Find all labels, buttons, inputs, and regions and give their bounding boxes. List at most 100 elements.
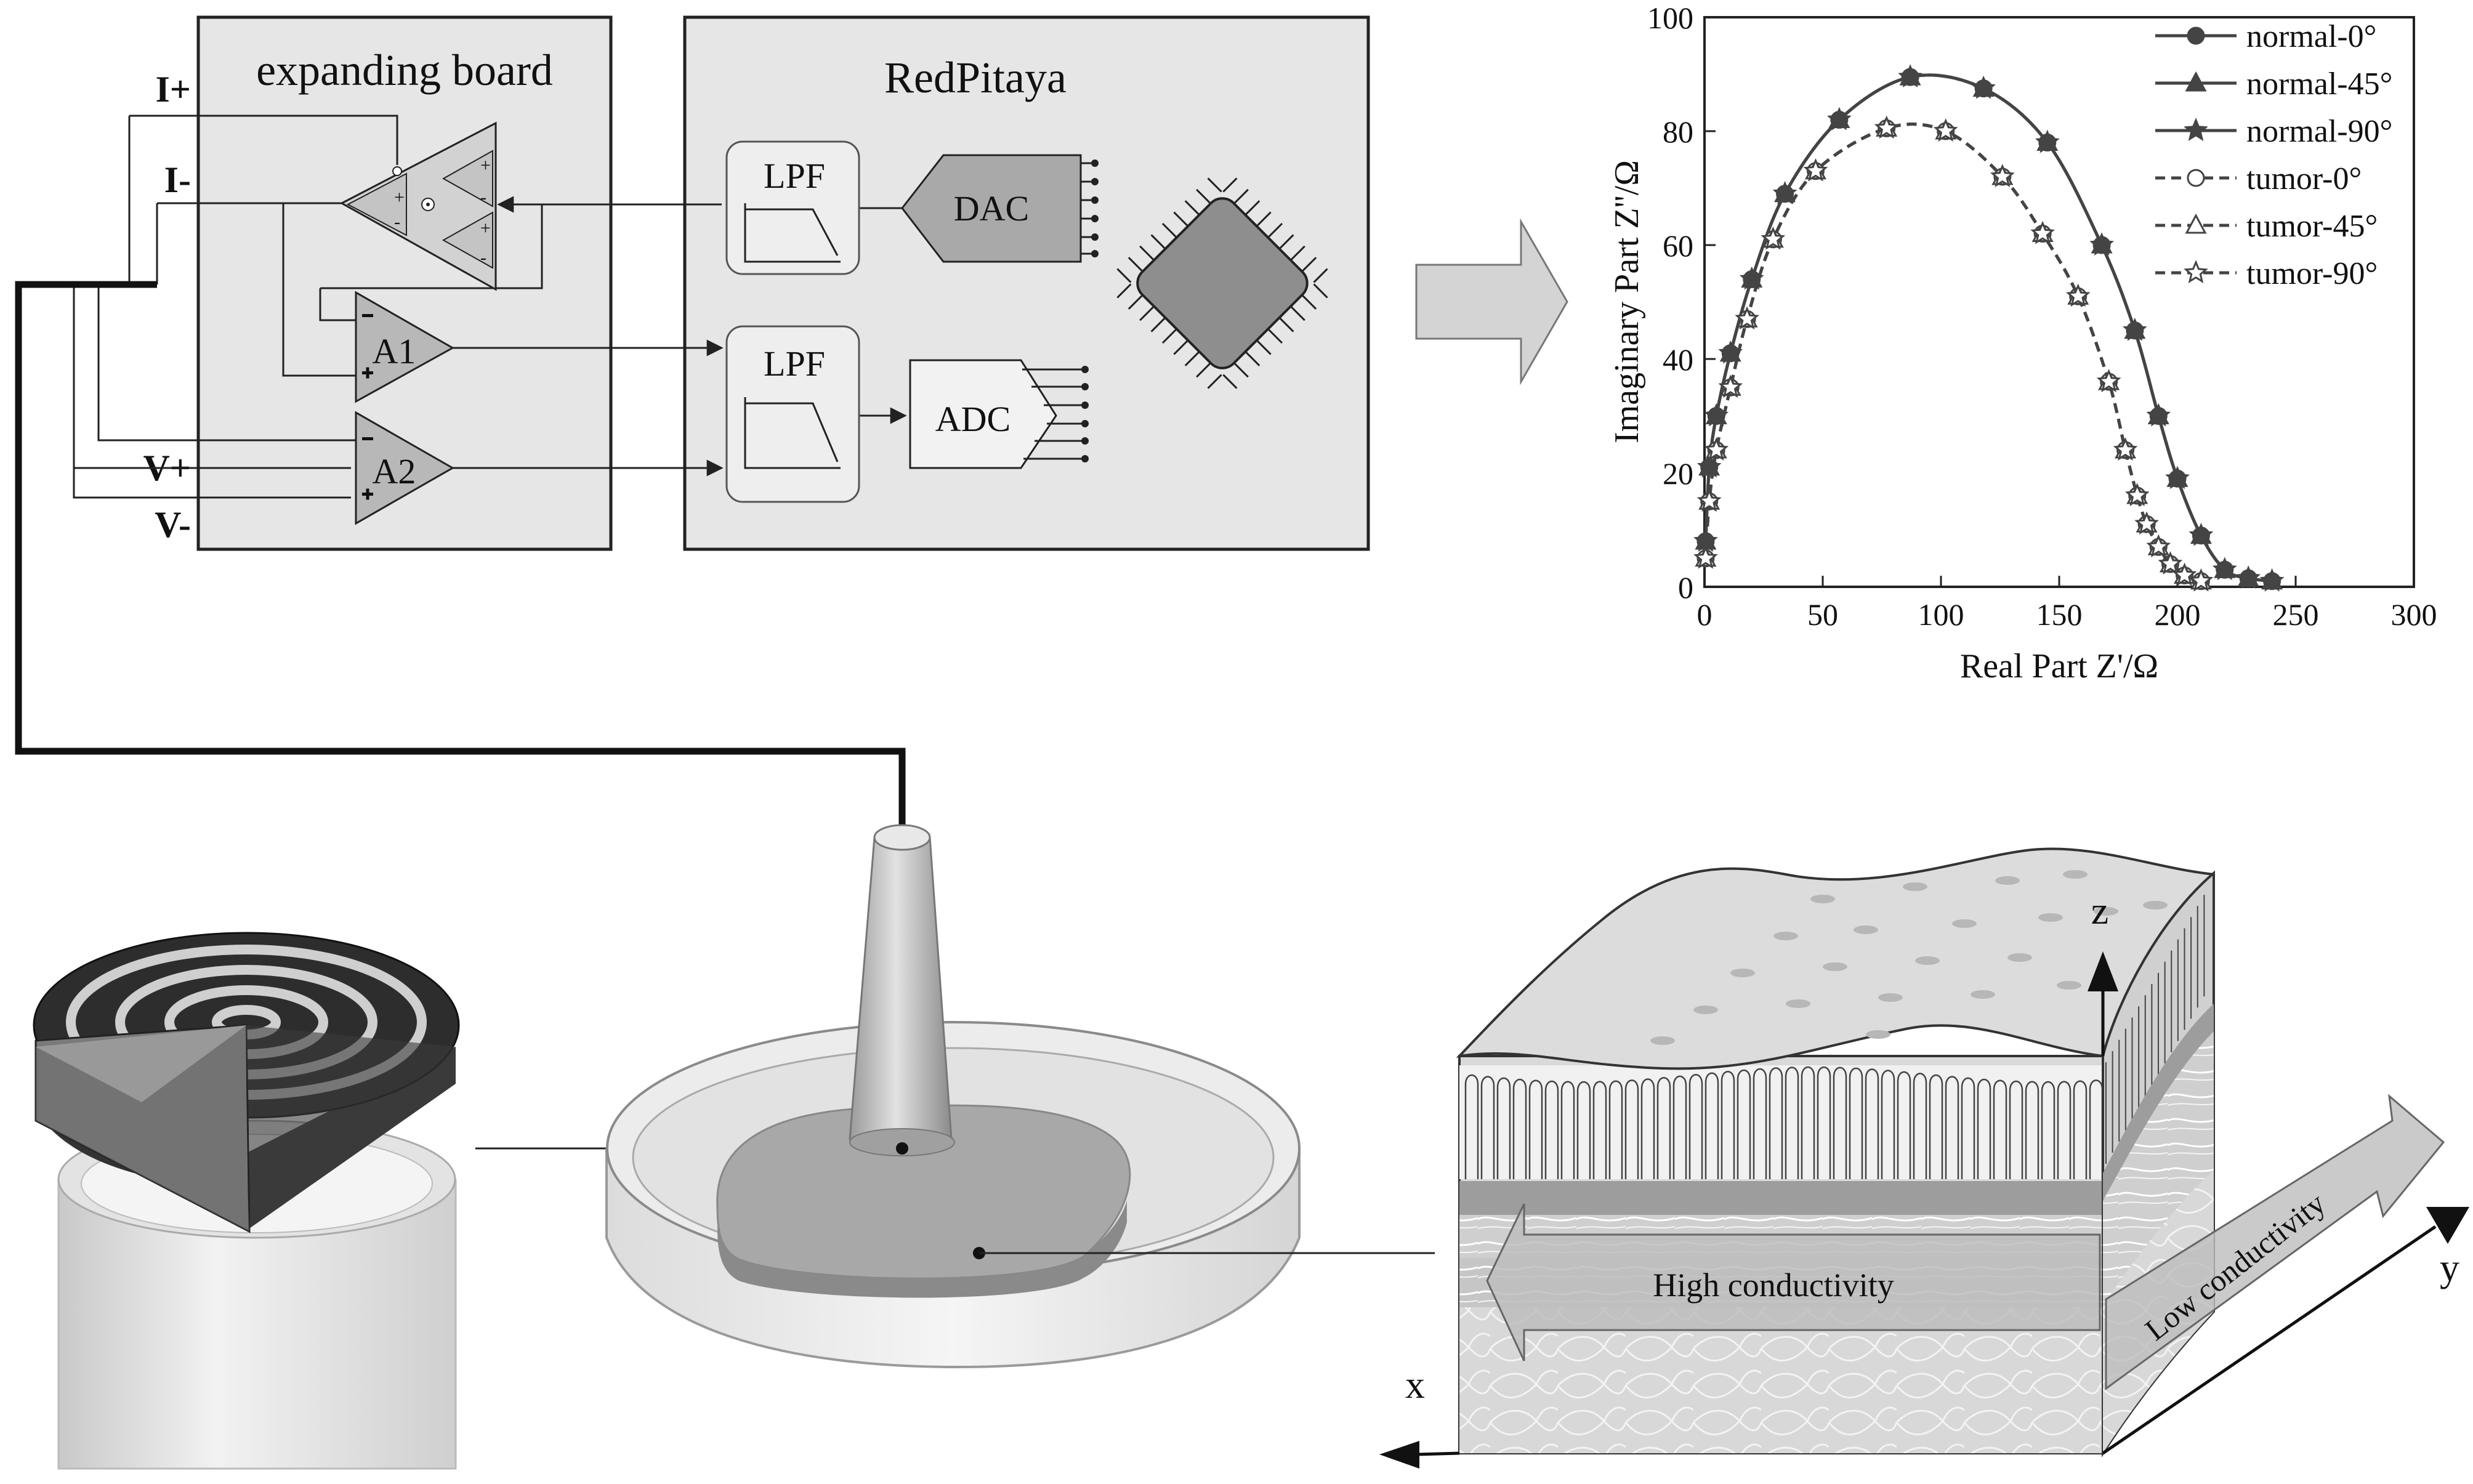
y-tick-label: 80 [1663, 115, 1693, 149]
lpf-bottom-label: LPF [764, 344, 825, 384]
data-point [1990, 164, 2015, 188]
tissue-block: High conductivity Low conductivity z x y [1379, 847, 2469, 1469]
data-point [1933, 118, 1958, 142]
data-point [2212, 557, 2237, 581]
y-axis [2102, 1225, 2437, 1455]
data-point [1693, 545, 1718, 569]
lpf-top-label: LPF [764, 156, 825, 196]
high-conductivity-label: High conductivity [1653, 1267, 1894, 1304]
data-point [2124, 483, 2150, 506]
data-point [2259, 568, 2285, 592]
processor-chip [1116, 177, 1328, 389]
dac-label: DAC [954, 188, 1029, 228]
svg-text:-: - [480, 187, 486, 208]
lpf-bottom-block: LPF [725, 325, 860, 503]
data-point [2165, 466, 2190, 490]
data-point [2113, 437, 2138, 461]
x-tick-label: 300 [2391, 597, 2437, 632]
chart-legend: normal-0°normal-45°normal-90°tumor-0°tum… [2155, 19, 2392, 291]
amplifier-a2: A2 [355, 411, 455, 525]
data-point [1874, 115, 1899, 139]
terminal-i-minus: I- [164, 159, 191, 200]
legend-label: tumor-0° [2246, 161, 2362, 196]
wiring [73, 115, 907, 499]
chart-series [1693, 64, 2285, 592]
data-point [1761, 226, 1786, 250]
x-axis-label: Real Part Z'/Ω [1960, 647, 2158, 685]
sensor-cylinder [57, 1179, 457, 1470]
data-point [1735, 306, 1760, 330]
legend-marker [2185, 71, 2207, 92]
x-axis-label-tissue: x [1405, 1363, 1425, 1406]
data-point [1803, 158, 1828, 182]
data-point [1772, 180, 1797, 204]
svg-text:+: + [480, 218, 491, 238]
legend-marker [2187, 169, 2205, 187]
epithelium-villi [1464, 1066, 2104, 1179]
svg-text:-: - [394, 212, 400, 232]
low-conductivity-arrow [2105, 1094, 2445, 1390]
x-tick-label: 200 [2155, 597, 2201, 632]
legend-label: normal-90° [2246, 114, 2392, 149]
legend-marker [2184, 118, 2208, 141]
legend-marker [2184, 260, 2208, 283]
legend-label: normal-45° [2246, 67, 2392, 102]
data-point [2035, 129, 2060, 153]
x-tick-label: 100 [1918, 597, 1964, 632]
x-axis [1416, 1451, 1460, 1456]
legend-label: tumor-90° [2246, 256, 2378, 291]
amplifier-a1: A1 [355, 291, 455, 403]
z-axis-label: z [2091, 889, 2108, 932]
adc-label: ADC [935, 399, 1011, 439]
flow-arrow [1415, 218, 1568, 385]
data-point [2172, 562, 2197, 586]
terminal-v-minus: V- [155, 504, 191, 545]
terminal-i-plus: I+ [155, 69, 191, 110]
data-point [2065, 283, 2091, 307]
y-tick-label: 60 [1663, 228, 1693, 263]
legend-label: tumor-45° [2246, 209, 2378, 244]
y-tick-label: 20 [1663, 456, 1693, 491]
x-tick-label: 250 [2273, 597, 2319, 632]
x-tick-label: 50 [1807, 597, 1838, 632]
tissue-sample [716, 1104, 1131, 1280]
data-point [2146, 403, 2171, 427]
data-point [2146, 534, 2171, 558]
legend-marker [2187, 26, 2205, 45]
plot-frame [1703, 16, 2415, 588]
series-2 [1693, 64, 2285, 592]
data-point [2122, 317, 2147, 341]
data-point [1898, 64, 1922, 88]
legend-marker [2185, 213, 2207, 234]
y-tick-label: 0 [1678, 570, 1693, 605]
svg-text:+: + [394, 187, 405, 208]
x-tick-label: 0 [1697, 597, 1713, 632]
surface-pores [1650, 870, 2168, 1045]
redpitaya-title: RedPitaya [884, 53, 1067, 102]
data-point [2096, 369, 2121, 393]
svg-text:+: + [480, 155, 491, 175]
y-axis-label: Imaginary Part Z''/Ω [1608, 160, 1646, 443]
electrode-sensor [33, 932, 902, 1470]
data-point [1704, 437, 1729, 461]
circuit-diagram: expanding board RedPitaya I+ I- V+ V- [15, 15, 1370, 830]
data-point [2134, 511, 2159, 535]
probe [849, 836, 953, 1154]
y-tick-label: 40 [1663, 342, 1693, 377]
data-point [2158, 551, 2183, 575]
expanding-board-title: expanding board [256, 46, 553, 95]
data-point [2189, 568, 2214, 592]
probe-cable [15, 281, 906, 830]
petri-dish [605, 824, 1435, 1369]
data-point [2189, 522, 2214, 546]
y-axis-label-tissue: y [2440, 1246, 2459, 1289]
data-point [2030, 220, 2055, 244]
side-villi [2105, 895, 2205, 1164]
svg-text:-: - [480, 248, 486, 268]
data-point [2089, 232, 2115, 256]
data-point [2236, 565, 2261, 589]
x-tick-label: 150 [2036, 597, 2083, 632]
data-point [1826, 107, 1852, 131]
